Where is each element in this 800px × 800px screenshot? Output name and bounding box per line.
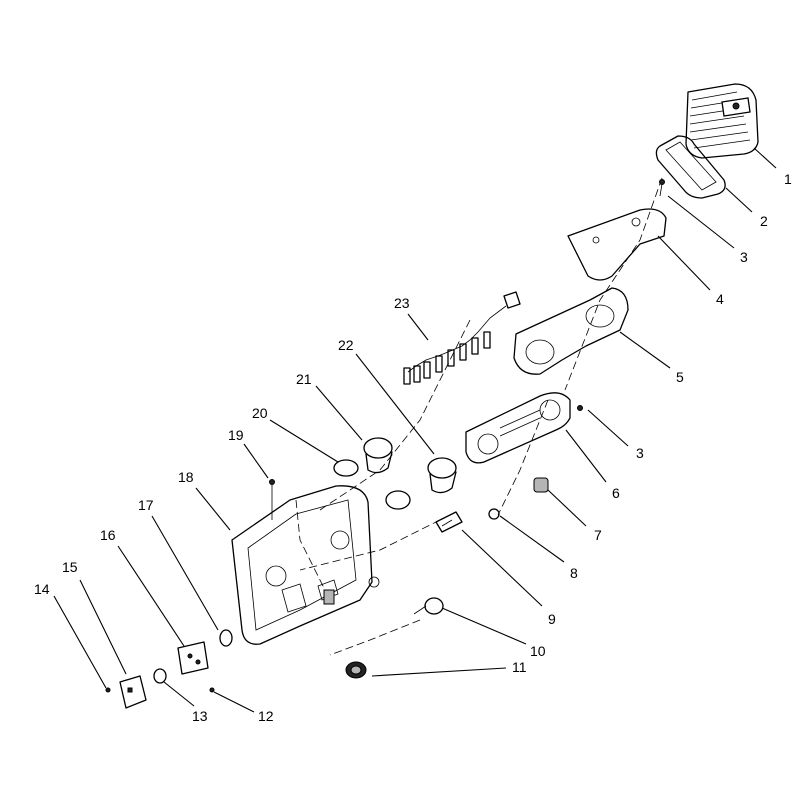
part-10-knob	[413, 597, 444, 615]
callout-20: 20	[252, 405, 268, 421]
part-20-ring	[333, 459, 359, 477]
part-19-screw	[269, 479, 275, 520]
callout-12: 12	[258, 708, 274, 724]
callout-22: 22	[338, 337, 354, 353]
part-13-lamp	[153, 668, 167, 684]
part-23-wiring-harness	[403, 291, 521, 385]
callout-3: 3	[636, 445, 644, 461]
callout-16: 16	[100, 527, 116, 543]
callout-4: 4	[716, 291, 724, 307]
callout-17: 17	[138, 497, 154, 513]
callout-3: 3	[740, 249, 748, 265]
part-9-switch	[435, 511, 463, 533]
part-1-cover	[685, 83, 759, 159]
callout-11: 11	[512, 659, 527, 675]
callout-21: 21	[296, 371, 312, 387]
callout-8: 8	[570, 565, 578, 581]
callout-6: 6	[612, 485, 620, 501]
dash-ring	[385, 490, 411, 510]
part-7-button	[533, 477, 549, 493]
callout-5: 5	[676, 369, 684, 385]
callout-13: 13	[192, 708, 208, 724]
part-5-mounting-plate	[513, 287, 629, 375]
part-15-connector	[119, 675, 147, 709]
part-3-screw-upper	[659, 179, 665, 197]
callout-15: 15	[62, 559, 78, 575]
part-8-nut	[488, 508, 500, 520]
assembly-axis-lines	[295, 177, 663, 656]
leader-lines	[53, 147, 777, 713]
part-4-bracket	[567, 208, 667, 281]
callout-9: 9	[548, 611, 556, 627]
part-3-screw-lower	[577, 405, 583, 411]
callout-1: 1	[784, 171, 792, 187]
part-11-key-switch	[345, 661, 367, 679]
part-6-gauge-bezel	[465, 392, 571, 464]
callout-10: 10	[530, 643, 546, 659]
callout-labels: 1 2 3 4 5 3 6 7 8 9 10 11 12 13 14 15 16…	[34, 171, 792, 724]
callout-14: 14	[34, 581, 50, 597]
part-17-bulb	[219, 629, 233, 647]
callout-23: 23	[394, 295, 410, 311]
part-12-screw	[209, 687, 215, 693]
part-18-dash-panel	[231, 485, 380, 645]
callout-19: 19	[228, 427, 244, 443]
part-16-relay	[177, 641, 209, 675]
part-21-gauge	[363, 437, 393, 474]
part-2-gasket	[655, 135, 726, 199]
part-22-gauge	[427, 457, 457, 494]
callout-2: 2	[760, 213, 768, 229]
part-14-screw	[105, 687, 111, 693]
callout-18: 18	[178, 469, 194, 485]
callout-7: 7	[594, 527, 602, 543]
